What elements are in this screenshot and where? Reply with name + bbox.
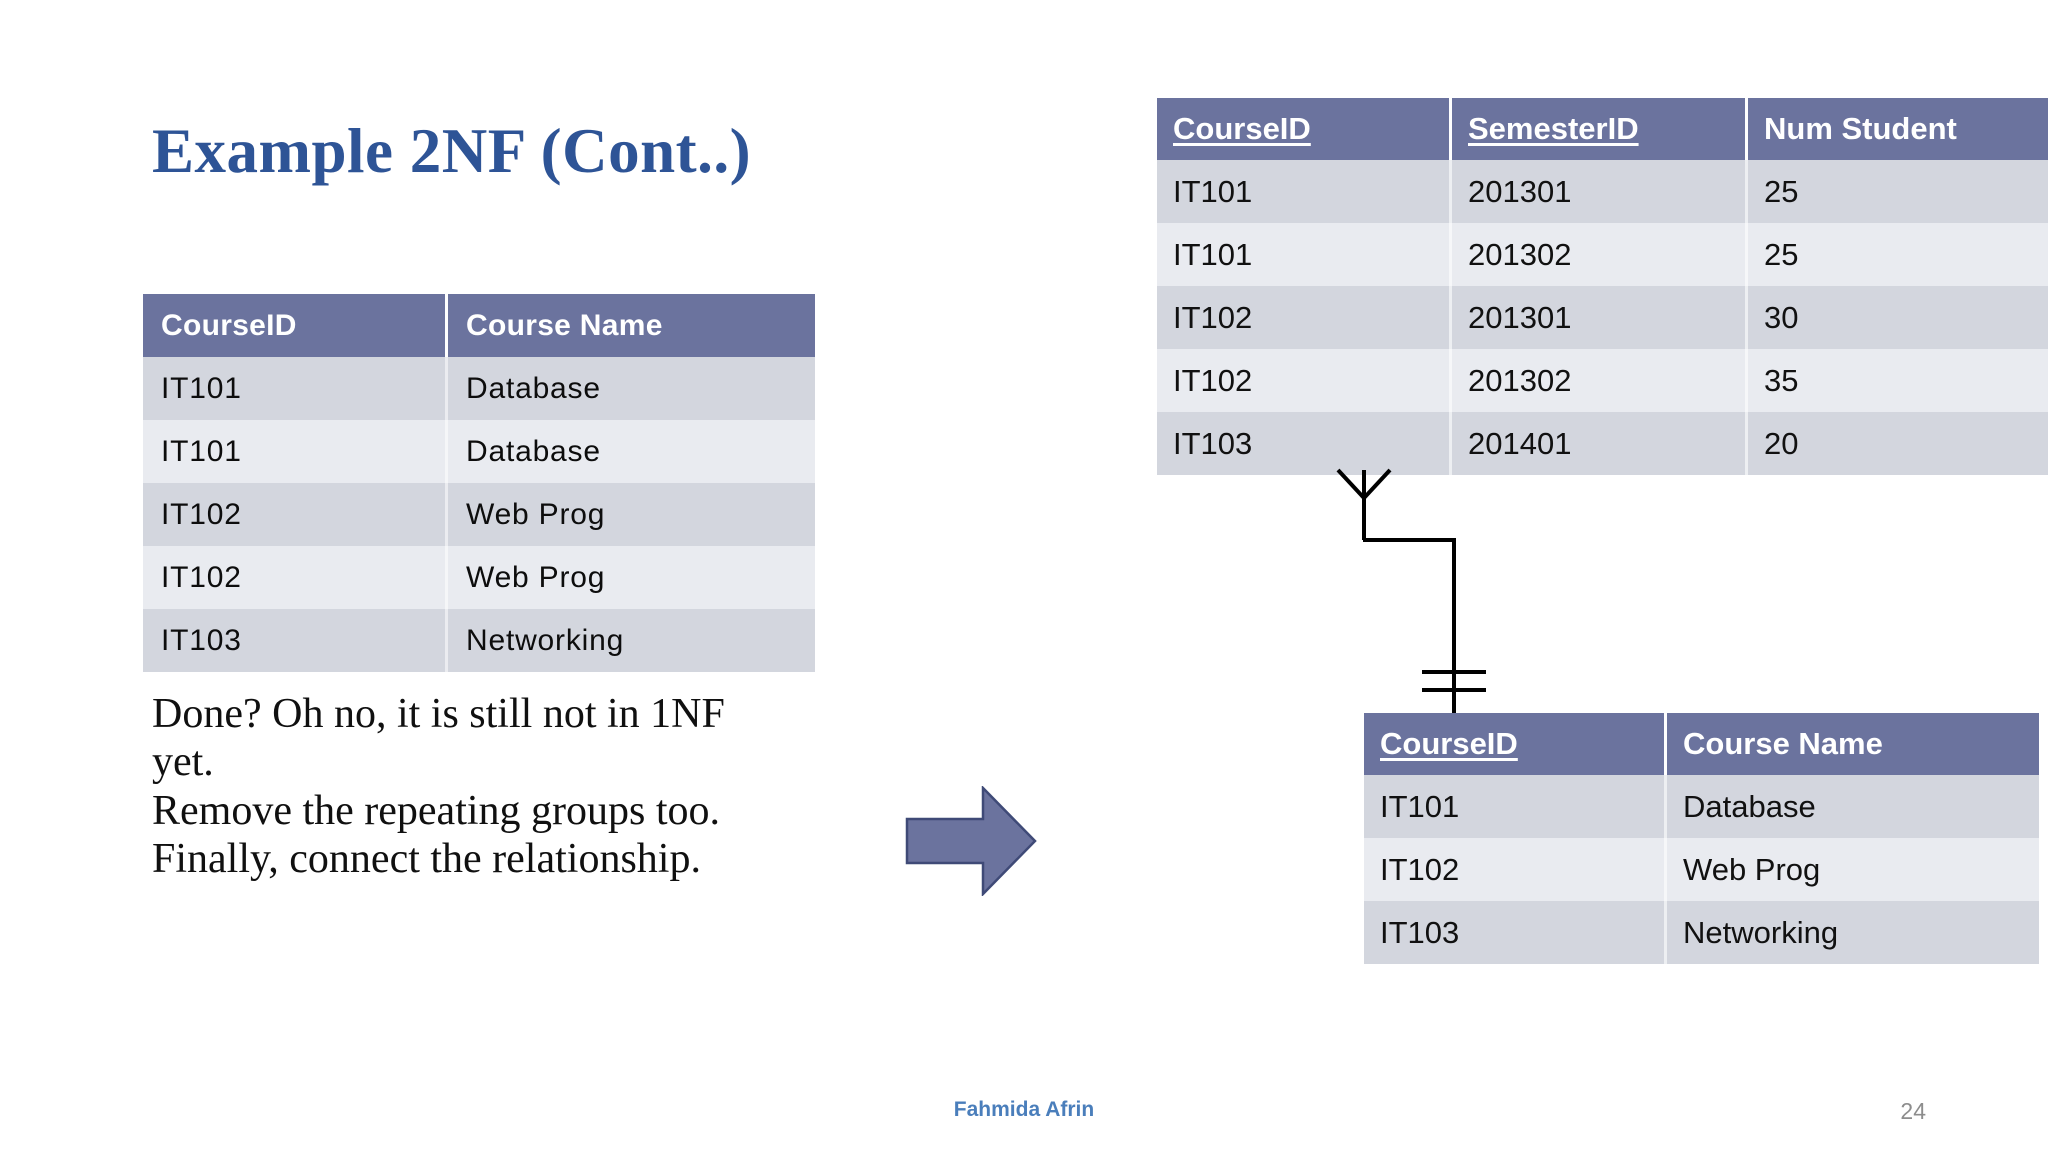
- cell-course-name: Database: [445, 357, 815, 420]
- column-header-semesterid-label: SemesterID: [1468, 111, 1639, 146]
- table-row: IT101 201301 25: [1157, 160, 2048, 223]
- column-header-courseid: CourseID: [143, 294, 447, 357]
- cell-courseid: IT101: [143, 420, 447, 483]
- column-header-courseid: CourseID: [1364, 713, 1666, 775]
- cell-semesterid: 201302: [1449, 349, 1747, 412]
- table-row: IT101 Database: [143, 420, 815, 483]
- table-row: IT102 201302 35: [1157, 349, 2048, 412]
- page-title: Example 2NF (Cont..): [152, 116, 752, 186]
- cell-num-student: 25: [1745, 160, 2048, 223]
- column-header-num-student: Num Student: [1745, 98, 2048, 160]
- crow-foot-relationship-icon: [1330, 468, 1510, 728]
- cell-courseid: IT103: [1157, 412, 1451, 475]
- footer-author: Fahmida Afrin: [953, 1098, 1095, 1121]
- table-row: IT103 Networking: [1364, 901, 2039, 964]
- column-header-courseid-label: CourseID: [1173, 111, 1311, 146]
- cell-course-name: Web Prog: [1664, 838, 2039, 901]
- table-row: IT103 201401 20: [1157, 412, 2048, 475]
- cell-courseid: IT101: [1157, 160, 1451, 223]
- cell-courseid: IT101: [1364, 775, 1666, 838]
- cell-course-name: Networking: [445, 609, 815, 672]
- table-left-unnormalized: CourseID Course Name IT101 Database IT10…: [143, 294, 815, 672]
- cell-course-name: Web Prog: [445, 546, 815, 609]
- table-row: IT102 Web Prog: [1364, 838, 2039, 901]
- cell-course-name: Database: [1664, 775, 2039, 838]
- table-row-header: CourseID Course Name: [1364, 713, 2039, 775]
- cell-course-name: Web Prog: [445, 483, 815, 546]
- table-row: IT102 201301 30: [1157, 286, 2048, 349]
- column-header-course-name: Course Name: [445, 294, 815, 357]
- table-row-header: CourseID SemesterID Num Student: [1157, 98, 2048, 160]
- cell-course-name: Database: [445, 420, 815, 483]
- cell-semesterid: 201301: [1449, 286, 1747, 349]
- table-row: IT101 201302 25: [1157, 223, 2048, 286]
- cell-courseid: IT102: [1157, 349, 1451, 412]
- footer-page-number: 24: [1900, 1098, 1926, 1124]
- right-block-arrow-icon: [905, 784, 1037, 898]
- cell-semesterid: 201302: [1449, 223, 1747, 286]
- cell-courseid: IT102: [143, 483, 447, 546]
- cell-courseid: IT102: [1157, 286, 1451, 349]
- cell-courseid: IT103: [143, 609, 447, 672]
- table-row: IT102 Web Prog: [143, 546, 815, 609]
- table-course: CourseID Course Name IT101 Database IT10…: [1364, 713, 2039, 964]
- cell-num-student: 30: [1745, 286, 2048, 349]
- column-header-semesterid: SemesterID: [1449, 98, 1747, 160]
- table-row: IT101 Database: [143, 357, 815, 420]
- table-row-header: CourseID Course Name: [143, 294, 815, 357]
- column-header-courseid: CourseID: [1157, 98, 1451, 160]
- body-text: Done? Oh no, it is still not in 1NF yet.…: [152, 691, 725, 882]
- cell-courseid: IT103: [1364, 901, 1666, 964]
- cell-semesterid: 201401: [1449, 412, 1747, 475]
- cell-courseid: IT102: [1364, 838, 1666, 901]
- cell-course-name: Networking: [1664, 901, 2039, 964]
- column-header-courseid-label: CourseID: [1380, 726, 1518, 761]
- table-row: IT102 Web Prog: [143, 483, 815, 546]
- cell-courseid: IT101: [1157, 223, 1451, 286]
- cell-semesterid: 201301: [1449, 160, 1747, 223]
- cell-num-student: 20: [1745, 412, 2048, 475]
- cell-courseid: IT102: [143, 546, 447, 609]
- cell-num-student: 35: [1745, 349, 2048, 412]
- cell-num-student: 25: [1745, 223, 2048, 286]
- table-course-offering: CourseID SemesterID Num Student IT101 20…: [1157, 98, 2048, 475]
- cell-courseid: IT101: [143, 357, 447, 420]
- table-row: IT103 Networking: [143, 609, 815, 672]
- column-header-course-name: Course Name: [1664, 713, 2039, 775]
- table-row: IT101 Database: [1364, 775, 2039, 838]
